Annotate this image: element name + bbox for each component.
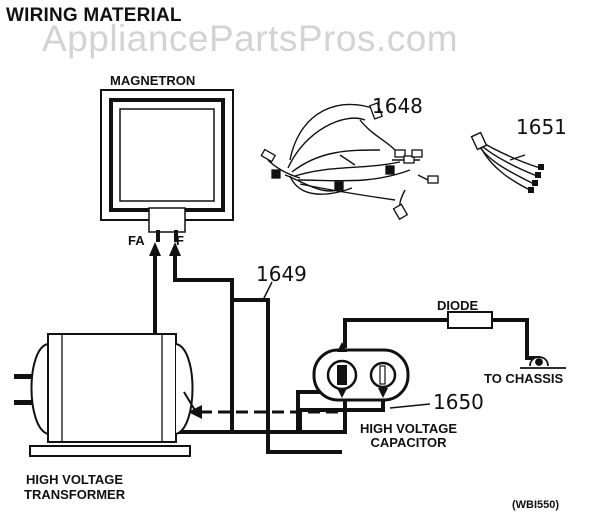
diode-component [447,311,493,329]
transformer-label-line2: TRANSFORMER [24,487,126,502]
wire-harness-1651 [470,131,544,193]
transformer-label-line1: HIGH VOLTAGE [26,472,124,487]
part-number-1651: 1651 [516,115,567,139]
chassis-ground [520,356,566,369]
part-number-1649: 1649 [256,262,307,286]
diode-label: DIODE [437,298,479,313]
chassis-label: TO CHASSIS [484,371,564,386]
diagram-title: WIRING MATERIAL [6,5,182,26]
magnetron-terminal-arrows [149,242,181,256]
transformer-label: HIGH VOLTAGE TRANSFORMER [24,472,125,502]
transformer-component [14,333,197,457]
part-number-1650: 1650 [433,390,484,414]
part-number-1648: 1648 [372,94,423,118]
terminal-fa-label: FA [128,233,145,248]
magnetron-unit [100,89,234,242]
wire-1650-dashed [188,403,431,419]
capacitor-component [312,342,410,402]
capacitor-label-line2: CAPACITOR [370,435,447,450]
magnetron-label: MAGNETRON [110,73,196,88]
watermark-text: AppliancePartsPros.com [42,18,459,59]
terminal-f-label: F [176,233,184,248]
harness-1648-connectors [260,102,439,221]
capacitor-label-line1: HIGH VOLTAGE [360,421,458,436]
figure-code: (WBI550) [512,499,560,511]
capacitor-label: HIGH VOLTAGE CAPACITOR [360,422,457,450]
